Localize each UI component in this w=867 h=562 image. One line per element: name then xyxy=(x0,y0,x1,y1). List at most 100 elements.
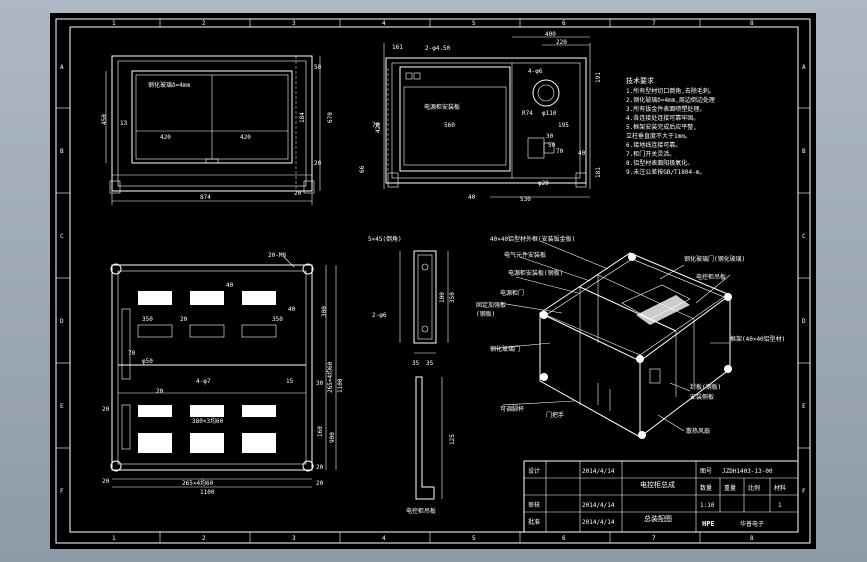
side-plate-label: 电源柜安装板 xyxy=(424,103,460,111)
top-dim-20a: 20 xyxy=(180,316,188,323)
side-dim-161: 161 xyxy=(392,44,403,51)
inner-border xyxy=(69,26,799,533)
top-dim-pitch: 265×4均60 xyxy=(182,479,214,487)
front-dim-left-pane: 420 xyxy=(160,134,171,141)
col-label-bottom-4: 4 xyxy=(382,535,386,542)
tb-designer: 设计 xyxy=(528,467,540,475)
tb-date-3: 2014/4/14 xyxy=(582,519,615,526)
iso-callout-steel: (钢板) xyxy=(476,310,495,318)
top-dim-4phi7: 4-φ7 xyxy=(196,378,211,385)
drawing-sheet: 1 2 3 4 5 6 7 8 1 2 3 4 5 6 7 8 A B C D … xyxy=(50,13,816,549)
iso-callout-framework: 框架(40×40铝型材) xyxy=(730,335,785,343)
tech-req-line-10: 9.未注公差按GB/T1804-m。 xyxy=(626,168,705,176)
row-label-right-E: E xyxy=(802,403,806,410)
top-dim-40b: 40 xyxy=(288,306,296,313)
side-dim-560: 560 xyxy=(444,122,455,129)
side-dim-530: 530 xyxy=(520,196,531,203)
row-label-right-F: F xyxy=(802,488,806,495)
side-dim-phi20: φ20 xyxy=(538,180,549,187)
tech-req-line-7: 6.接地线连接可靠。 xyxy=(626,141,681,149)
tb-weight-header: 重量 xyxy=(724,484,736,492)
row-label-left-B: B xyxy=(60,148,64,155)
front-dim-foot: 20 xyxy=(294,190,302,197)
side-dim-30: 30 xyxy=(546,133,554,140)
tb-scale: 1:10 xyxy=(700,502,715,509)
tech-req-line-4: 4.各连接处连接可靠牢固。 xyxy=(626,114,699,122)
side-dim-400: 400 xyxy=(545,31,556,38)
top-dim-pitch-v: 265×4均60 xyxy=(326,361,334,393)
top-dim-160: 160 xyxy=(317,426,324,437)
side-dim-70: 70 xyxy=(372,122,380,129)
front-view xyxy=(105,55,321,205)
col-label-top-7: 7 xyxy=(652,20,656,27)
front-dim-width: 874 xyxy=(200,194,211,201)
side-dim-66: 66 xyxy=(359,165,366,173)
tech-req-line-8: 7.柜门开关灵活。 xyxy=(626,150,675,158)
front-dim-total: 670 xyxy=(327,112,334,123)
tech-req-line-9: 8.铝型材表面阳极氧化。 xyxy=(626,159,693,167)
top-dim-20d: 20 xyxy=(316,480,324,487)
tb-scale-header: 比例 xyxy=(748,484,760,492)
bracket-dim-35a: 35 xyxy=(412,360,420,367)
front-dim-height: 450 xyxy=(101,114,108,125)
col-label-top-2: 2 xyxy=(202,20,206,27)
tb-drawing-no: JZDH1403-13-00 xyxy=(722,468,773,475)
top-dim-20e: 20 xyxy=(316,464,324,471)
bracket-dim-35b: 35 xyxy=(426,360,434,367)
col-label-bottom-3: 3 xyxy=(292,535,296,542)
iso-callout-side: 安装侧板 xyxy=(690,393,714,401)
top-dim-phi50: φ50 xyxy=(142,358,153,365)
row-label-right-A: A xyxy=(802,64,806,71)
tech-req-line-3: 3.所有钣金件表面喷塑处理。 xyxy=(626,105,705,113)
side-dim-50: 50 xyxy=(548,142,556,149)
front-dim-inner: 184 xyxy=(299,112,306,123)
top-dim-15: 15 xyxy=(286,378,294,385)
tb-checker: 审核 xyxy=(528,501,540,509)
tb-sheet-count: 1 xyxy=(778,502,782,509)
col-label-top-4: 4 xyxy=(382,20,386,27)
row-label-right-D: D xyxy=(802,318,806,325)
iso-leader-lines xyxy=(489,240,731,432)
side-dim-r74: R74 xyxy=(522,110,533,117)
tb-quantity-header: 数量 xyxy=(700,484,712,492)
title-block xyxy=(523,460,799,533)
vent-pads-top xyxy=(137,291,277,453)
zone-markers-top xyxy=(159,19,701,543)
top-dim-30: 30 xyxy=(316,380,324,387)
side-dim-phi110: φ110 xyxy=(542,110,557,117)
iso-callout-power-plate: 电源柜安装板(钢板) xyxy=(508,269,563,277)
col-label-bottom-1: 1 xyxy=(112,535,116,542)
iso-callout-foot: 可调脚杯 xyxy=(500,405,524,413)
iso-callout-glass-door: 钢化玻璃门 xyxy=(490,345,520,353)
side-dim-181: 181 xyxy=(595,167,602,178)
tb-material-header: 材料 xyxy=(774,484,786,492)
bracket-holes: 2-φ6 xyxy=(372,312,387,319)
bracket-chamfer: 5×45(倒角) xyxy=(368,235,402,243)
bracket-side-profile xyxy=(415,376,435,500)
col-label-top-1: 1 xyxy=(112,20,116,27)
fan-cutout xyxy=(532,79,560,107)
iso-callout-handle: 门把手 xyxy=(546,411,564,419)
tech-req-line-6: 立柱垂直度不大于1mm。 xyxy=(626,132,691,140)
top-dim-350a: 350 xyxy=(142,316,153,323)
tb-drawing-name: 电控柜总成 xyxy=(640,480,675,489)
top-dim-900: 900 xyxy=(329,432,336,443)
front-glass-label: 钢化玻璃δ=4mm xyxy=(148,81,190,89)
tech-req-line-1: 1.所有型材切口倒角,去除毛刺。 xyxy=(626,87,715,95)
top-dim-1100-v: 1100 xyxy=(337,378,344,393)
front-dim-margin: 13 xyxy=(120,120,128,127)
company-logo: HPE xyxy=(702,520,715,528)
iso-callout-frame: 40×40铝型材外框(安装钣金板) xyxy=(490,235,575,243)
col-label-top-5: 5 xyxy=(472,20,476,27)
side-view xyxy=(383,36,591,198)
side-dim-220: 220 xyxy=(556,39,567,46)
isometric-view xyxy=(538,252,732,439)
outer-border xyxy=(55,18,811,544)
top-view xyxy=(110,256,337,488)
top-dim-350b: 350 xyxy=(272,316,283,323)
row-label-left-E: E xyxy=(60,403,64,410)
col-label-top-6: 6 xyxy=(562,20,566,27)
row-label-left-C: C xyxy=(60,233,64,240)
side-dim-195: 195 xyxy=(558,122,569,129)
top-dim-70: 70 xyxy=(128,350,136,357)
